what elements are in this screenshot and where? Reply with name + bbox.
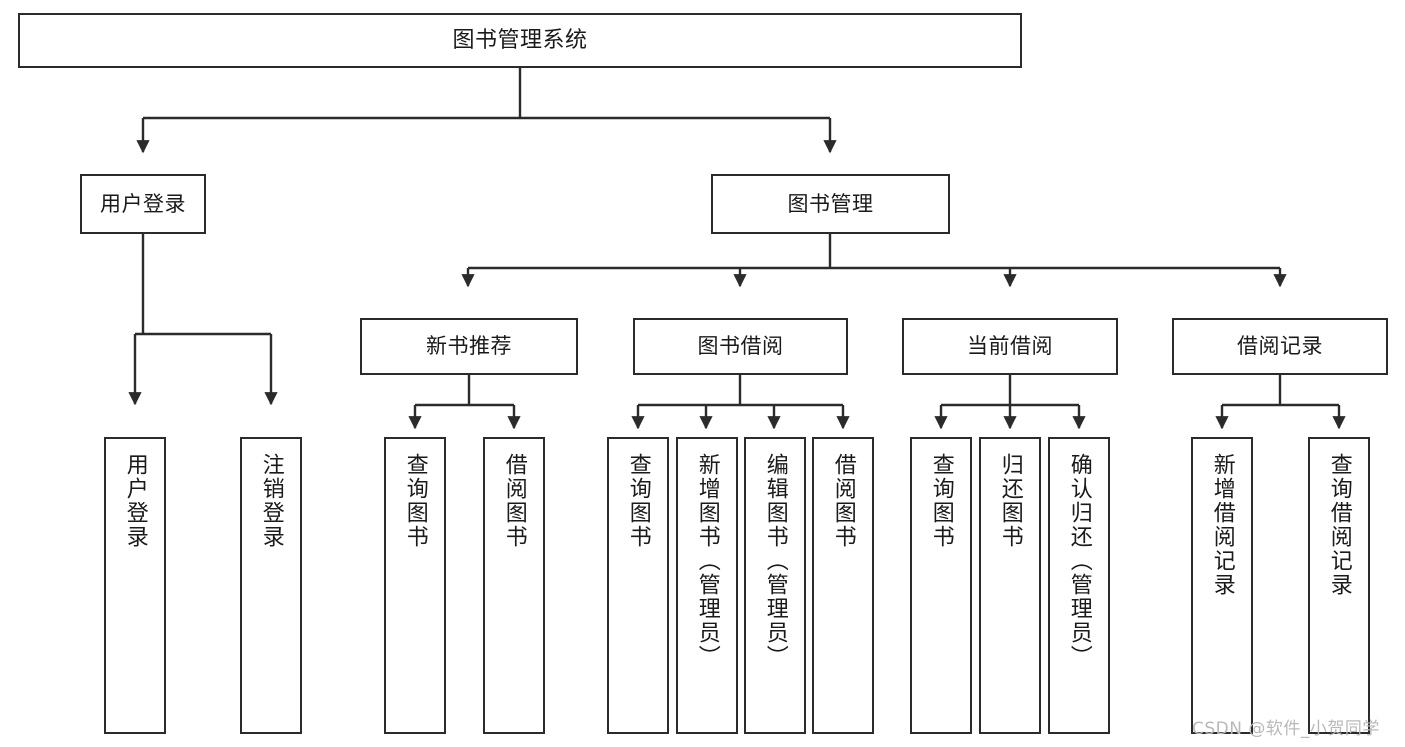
- leaf-query-book-borrow[interactable]: 查询图书: [607, 437, 669, 734]
- leaf-edit-book-admin-label: 编辑图书（管理员）: [762, 453, 788, 669]
- leaf-add-book-admin-label: 新增图书（管理员）: [694, 453, 720, 669]
- leaf-add-borrow-record[interactable]: 新增借阅记录: [1191, 437, 1253, 734]
- leaf-query-book-recommend[interactable]: 查询图书: [384, 437, 446, 734]
- watermark: CSDN @软件_小贺同学: [1192, 719, 1380, 739]
- node-current-borrow-label: 当前借阅: [967, 334, 1053, 358]
- leaf-logout-label: 注销登录: [258, 453, 284, 549]
- node-book-management-label: 图书管理: [787, 191, 874, 216]
- node-book-borrow[interactable]: 图书借阅: [633, 318, 848, 375]
- leaf-user-login[interactable]: 用户登录: [104, 437, 166, 734]
- node-new-book-recommend-label: 新书推荐: [426, 334, 512, 358]
- leaf-borrow-book-label: 借阅图书: [830, 453, 856, 549]
- leaf-confirm-return-admin[interactable]: 确认归还（管理员）: [1048, 437, 1110, 734]
- node-root[interactable]: 图书管理系统: [18, 13, 1022, 68]
- leaf-return-book-label: 归还图书: [997, 453, 1023, 549]
- leaf-add-borrow-record-label: 新增借阅记录: [1209, 453, 1235, 597]
- leaf-query-borrow-record-label: 查询借阅记录: [1326, 453, 1352, 597]
- node-borrow-record[interactable]: 借阅记录: [1172, 318, 1388, 375]
- leaf-query-book-current-label: 查询图书: [928, 453, 954, 549]
- leaf-add-book-admin[interactable]: 新增图书（管理员）: [676, 437, 738, 734]
- node-user-login-label: 用户登录: [100, 191, 186, 216]
- leaf-borrow-book-recommend-label: 借阅图书: [501, 453, 527, 549]
- leaf-confirm-return-admin-label: 确认归还（管理员）: [1066, 453, 1092, 669]
- leaf-edit-book-admin[interactable]: 编辑图书（管理员）: [744, 437, 806, 734]
- node-book-management[interactable]: 图书管理: [711, 174, 950, 234]
- node-current-borrow[interactable]: 当前借阅: [902, 318, 1118, 375]
- leaf-query-borrow-record[interactable]: 查询借阅记录: [1308, 437, 1370, 734]
- node-root-label: 图书管理系统: [452, 27, 588, 53]
- leaf-logout[interactable]: 注销登录: [240, 437, 302, 734]
- leaf-borrow-book-recommend[interactable]: 借阅图书: [483, 437, 545, 734]
- leaf-return-book[interactable]: 归还图书: [979, 437, 1041, 734]
- node-new-book-recommend[interactable]: 新书推荐: [360, 318, 578, 375]
- node-user-login[interactable]: 用户登录: [80, 174, 206, 234]
- leaf-borrow-book[interactable]: 借阅图书: [812, 437, 874, 734]
- node-borrow-record-label: 借阅记录: [1237, 334, 1323, 358]
- leaf-query-book-recommend-label: 查询图书: [402, 453, 428, 549]
- leaf-query-book-current[interactable]: 查询图书: [910, 437, 972, 734]
- node-book-borrow-label: 图书借阅: [697, 334, 784, 358]
- leaf-query-book-borrow-label: 查询图书: [625, 453, 651, 549]
- leaf-user-login-label: 用户登录: [122, 453, 148, 549]
